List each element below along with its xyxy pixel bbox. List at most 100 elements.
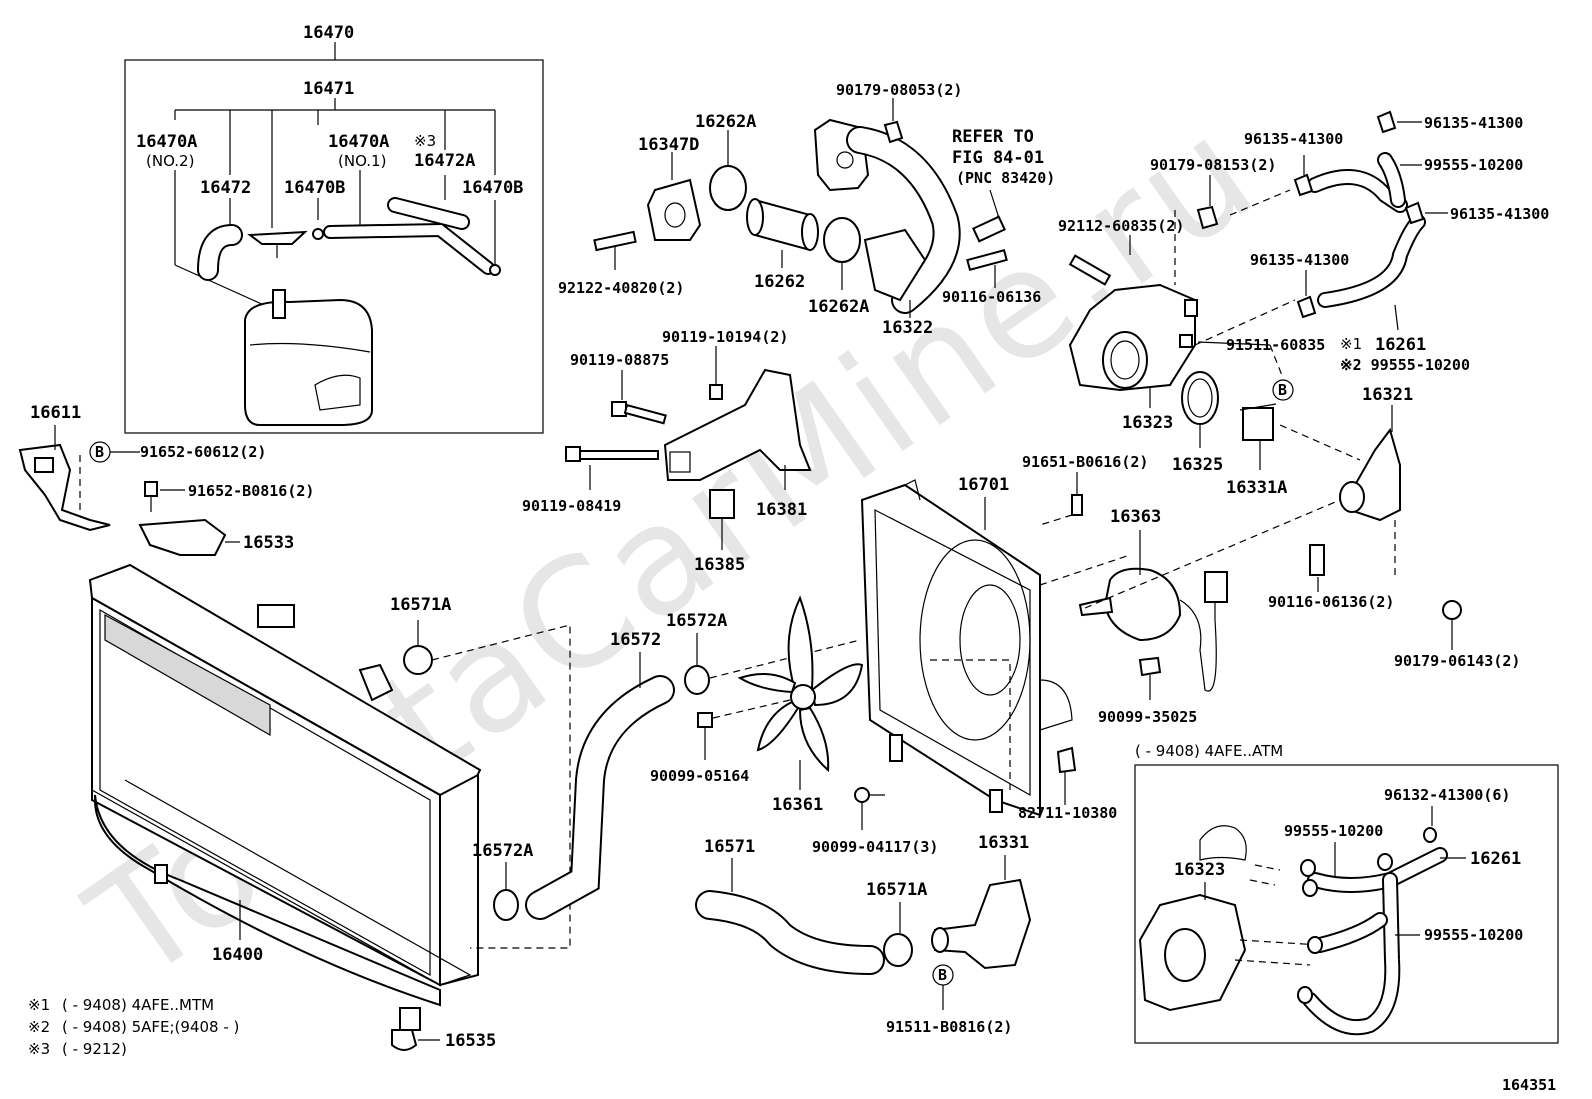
label-96135-41300-a: 96135-41300 xyxy=(1424,114,1523,132)
bolt-91651-B0616 xyxy=(1071,494,1083,516)
bracket-16381 xyxy=(663,368,812,481)
label-90099-05164: 90099-05164 xyxy=(650,767,749,785)
label-16262: 16262 xyxy=(754,272,805,292)
housing-16323 xyxy=(1068,283,1198,392)
stud-92112-60835 xyxy=(1068,254,1112,286)
inset-atm xyxy=(1134,764,1559,1044)
water-outlet-16321 xyxy=(1339,427,1401,522)
label-90179-06143: 90179-06143(2) xyxy=(1394,652,1520,670)
label-99555-10200: 99555-10200 xyxy=(1424,156,1523,174)
bolt-90119-10194 xyxy=(709,384,723,400)
clip-90099-35025 xyxy=(1138,656,1162,677)
refer-note-line1: REFER TO xyxy=(952,127,1034,147)
label-16470B-left: 16470B xyxy=(284,178,345,198)
clip-96135-b xyxy=(1293,173,1314,197)
clip-82711-10380 xyxy=(1056,746,1077,774)
label-16385: 16385 xyxy=(694,555,745,575)
nut-90179-08053 xyxy=(883,120,904,144)
footnote-3-text: ( - 9212) xyxy=(62,1040,127,1058)
label-16611: 16611 xyxy=(30,403,81,423)
label-90099-35025: 90099-35025 xyxy=(1098,708,1197,726)
plug-refer xyxy=(972,215,1006,243)
label-96135-41300-d: 96135-41300 xyxy=(1250,251,1349,269)
footnote-2-mark: ※2 xyxy=(28,1018,50,1036)
footnote-3-mark: ※3 xyxy=(28,1040,50,1058)
label-16361: 16361 xyxy=(772,795,823,815)
callout-b-1-label: B xyxy=(95,443,104,461)
label-16323: 16323 xyxy=(1122,413,1173,433)
label-16347D: 16347D xyxy=(638,135,699,155)
refer-note-line3: (PNC 83420) xyxy=(956,169,1055,187)
clamp-16572A-upper xyxy=(684,665,710,695)
callout-b-3 xyxy=(1272,379,1294,401)
label-16470B-right: 16470B xyxy=(462,178,523,198)
label-16472A: 16472A xyxy=(414,151,475,171)
bolt-90119-08875 xyxy=(611,401,627,417)
label-16470A-no2: 16470A xyxy=(136,132,197,152)
label-16701: 16701 xyxy=(958,475,1009,495)
label-16261: 16261 xyxy=(1375,335,1426,355)
clip-96135-a xyxy=(1376,110,1397,134)
label-inset-99555-a: 99555-10200 xyxy=(1284,822,1383,840)
label-91651-B0616: 91651-B0616(2) xyxy=(1022,453,1148,471)
label-90119-08419: 90119-08419 xyxy=(522,497,621,515)
nut-90099-05164 xyxy=(697,712,713,728)
label-91511-60835: 91511-60835 xyxy=(1226,336,1325,354)
nut-90179-08153 xyxy=(1196,205,1219,230)
label-90116-06136: 90116-06136 xyxy=(942,288,1041,306)
label-90179-08053: 90179-08053(2) xyxy=(836,81,962,99)
fan-motor-16363 xyxy=(1078,567,1228,692)
label-16325: 16325 xyxy=(1172,455,1223,475)
sensor-16331A xyxy=(1239,403,1277,441)
label-90179-08153: 90179-08153(2) xyxy=(1150,156,1276,174)
fan-16361 xyxy=(737,595,864,773)
water-inlet-16331 xyxy=(931,878,1032,970)
nut-90179-06143 xyxy=(1442,600,1462,620)
refer-note-line2: FIG 84-01 xyxy=(952,148,1044,168)
label-92122-40820: 92122-40820(2) xyxy=(558,279,684,297)
label-16262A-lower: 16262A xyxy=(808,297,869,317)
label-inset-16323: 16323 xyxy=(1174,860,1225,880)
label-16331: 16331 xyxy=(978,833,1029,853)
radiator-16400 xyxy=(88,563,482,1031)
bracket-16533 xyxy=(138,518,227,556)
label-mark1: ※1 xyxy=(1340,335,1362,353)
label-91652-B0816: 91652-B0816(2) xyxy=(188,482,314,500)
label-inset-16261: 16261 xyxy=(1470,849,1521,869)
stud-90116-06136 xyxy=(966,249,1008,271)
inset-title: ( - 9408) 4AFE..ATM xyxy=(1135,742,1283,760)
label-16321: 16321 xyxy=(1362,385,1413,405)
bracket-16611 xyxy=(18,443,111,532)
bolt-90119-08419 xyxy=(565,446,581,462)
clamp-16571A-upper xyxy=(403,645,433,675)
callout-b-3-label: B xyxy=(1278,381,1287,399)
clamp-16571A-lower xyxy=(883,933,913,967)
label-16400: 16400 xyxy=(212,945,263,965)
label-16322: 16322 xyxy=(882,318,933,338)
radiator-cap xyxy=(257,604,295,628)
label-16571: 16571 xyxy=(704,837,755,857)
label-92112-60835: 92112-60835(2) xyxy=(1058,217,1184,235)
label-16363: 16363 xyxy=(1110,507,1161,527)
reservoir-cap xyxy=(247,230,308,245)
label-16572: 16572 xyxy=(610,630,661,650)
label-90116-06136-2: 90116-06136(2) xyxy=(1268,593,1394,611)
label-16470A-no1: 16470A xyxy=(328,132,389,152)
cushion-16385 xyxy=(709,489,735,519)
label-16533: 16533 xyxy=(243,533,294,553)
stud-92122-40820 xyxy=(593,230,637,252)
bolt-90099-04117 xyxy=(854,787,870,803)
label-inset-99555-b: 99555-10200 xyxy=(1424,926,1523,944)
label-mark3: ※3 xyxy=(414,132,436,150)
label-mark2-99555: ※2 99555-10200 xyxy=(1340,356,1470,374)
bolt-91652-B0816 xyxy=(144,481,158,497)
label-16572A-lower: 16572A xyxy=(472,841,533,861)
inset-box xyxy=(1134,764,1559,1044)
reservoir-assembly-group xyxy=(124,42,544,434)
footnote-1-text: ( - 9408) 4AFE..MTM xyxy=(62,996,214,1014)
label-16572A-upper: 16572A xyxy=(666,611,727,631)
clamp-16262A-upper xyxy=(709,165,747,211)
pipe-16322 xyxy=(813,118,961,314)
label-96135-41300-c: 96135-41300 xyxy=(1450,205,1549,223)
